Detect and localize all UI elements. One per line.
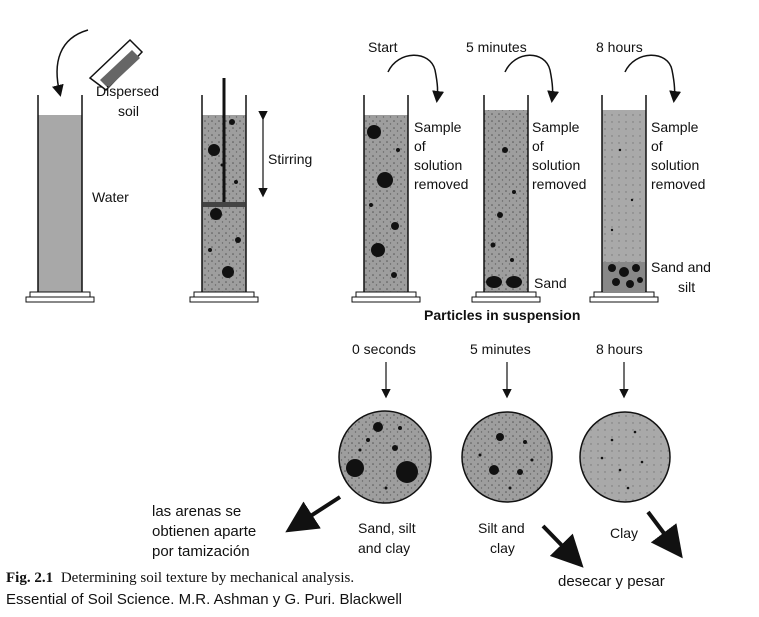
source-citation: Essential of Soil Science. M.R. Ashman y… <box>6 591 402 608</box>
circle-5min-caption-1: Silt and <box>478 520 525 536</box>
circle-5min-label: 5 minutes <box>470 341 531 357</box>
cylinder-stirring <box>189 78 259 303</box>
sand-silt-label-1: Sand and <box>651 259 711 275</box>
arrow-sand-out <box>285 495 342 533</box>
note-sand-line-1: las arenas se <box>152 503 241 520</box>
beaker-icon <box>88 38 144 92</box>
figure-text: Determining soil texture by mechanical a… <box>61 570 354 586</box>
8h-sample-line-1: Sample <box>651 119 699 135</box>
start-sample-line-3: solution <box>414 157 462 173</box>
cylinder-5min <box>471 95 541 303</box>
dispersed-soil-label: Dispersed <box>96 83 159 99</box>
start-sample-line-1: Sample <box>414 119 462 135</box>
stirring-label: Stirring <box>268 151 312 167</box>
figure-label: Fig. 2.1 <box>6 570 53 586</box>
cylinder-start <box>351 95 421 303</box>
sand-silt-label-2: silt <box>678 279 695 295</box>
note-dry: desecar y pesar <box>558 573 665 590</box>
5min-sample-line-2: of <box>532 138 544 154</box>
circle-8h-label: 8 hours <box>596 341 643 357</box>
circle-0s-caption-2: and clay <box>358 540 410 556</box>
sample-arrow-start <box>387 54 445 103</box>
circle-8h-caption-1: Clay <box>610 525 638 541</box>
particles-title: Particles in suspension <box>424 307 580 323</box>
circle-0s-label: 0 seconds <box>352 341 416 357</box>
5min-sample-line-3: solution <box>532 157 580 173</box>
start-sample-line-2: of <box>414 138 426 154</box>
5min-sample-line-1: Sample <box>532 119 580 135</box>
cylinder-pour <box>25 95 95 303</box>
arrow-dry-8h <box>646 510 683 559</box>
sample-arrow-8h <box>624 54 682 103</box>
circle-0s-caption-1: Sand, silt <box>358 520 416 536</box>
water-label: Water <box>92 189 129 205</box>
stage-8h-label: 8 hours <box>596 39 643 55</box>
arrow-dry-5min <box>541 524 584 568</box>
note-sand-line-2: obtienen aparte <box>152 523 256 540</box>
figure-caption: Fig. 2.1 Determining soil texture by mec… <box>6 570 354 586</box>
8h-sample-line-4: removed <box>651 176 705 192</box>
stage-start-label: Start <box>368 39 398 55</box>
suspension-circle-0s <box>338 410 432 504</box>
8h-sample-line-2: of <box>651 138 663 154</box>
cylinder-8h <box>589 95 659 303</box>
5min-sample-line-4: removed <box>532 176 586 192</box>
note-sand-line-3: por tamización <box>152 543 250 560</box>
dispersed-soil-label-2: soil <box>118 103 139 119</box>
pour-arrow <box>51 29 89 97</box>
suspension-circle-5min <box>461 411 553 503</box>
suspension-circle-8h <box>579 411 671 503</box>
8h-sample-line-3: solution <box>651 157 699 173</box>
sand-sediment-label: Sand <box>534 275 567 291</box>
stage-5min-label: 5 minutes <box>466 39 527 55</box>
start-sample-line-4: removed <box>414 176 468 192</box>
circle-5min-caption-2: clay <box>490 540 515 556</box>
sample-arrow-5min <box>504 54 560 103</box>
